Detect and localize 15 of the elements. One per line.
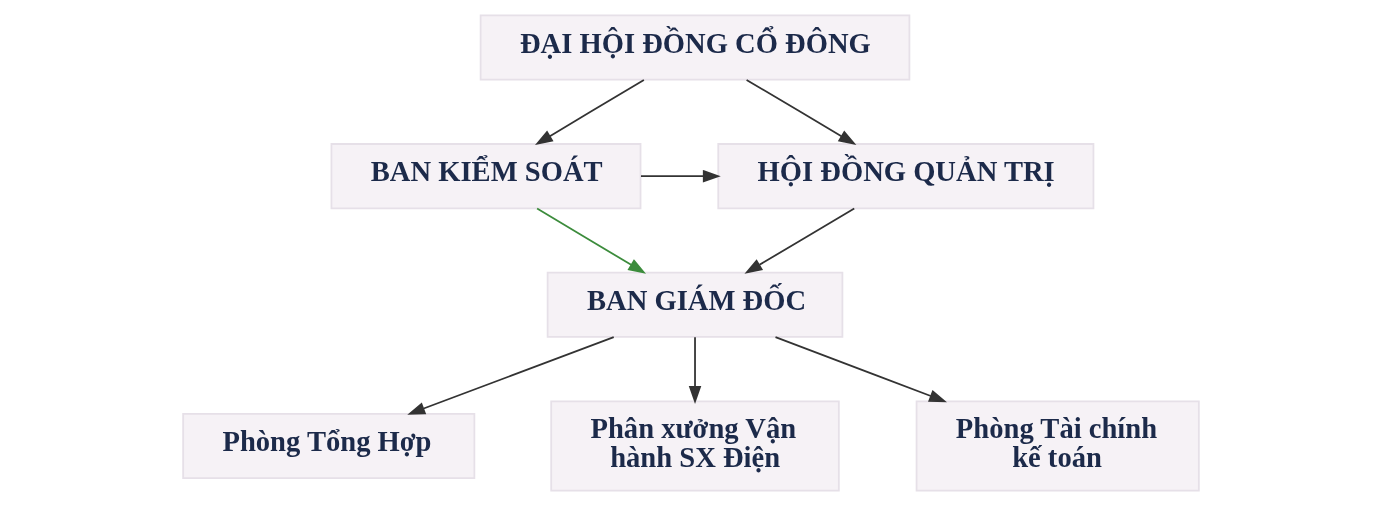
node-box: HỘI ĐỒNG QUẢN TRỊ bbox=[716, 143, 1094, 210]
arrow bbox=[745, 79, 856, 146]
arrow bbox=[688, 336, 701, 404]
node-box: BAN GIÁM ĐỐC bbox=[546, 271, 843, 338]
arrow bbox=[639, 169, 721, 183]
node-box: ĐẠI HỘI ĐỒNG CỔ ĐÔNG bbox=[479, 14, 910, 81]
node-box: Phòng Tài chính kế toán bbox=[915, 400, 1200, 492]
arrow bbox=[774, 336, 947, 403]
arrow bbox=[743, 207, 855, 274]
arrow bbox=[535, 207, 646, 274]
node-box: Phân xưởng Vận hành SX Điện bbox=[549, 400, 840, 492]
node-box: BAN KIỂM SOÁT bbox=[330, 143, 641, 210]
arrow bbox=[406, 336, 615, 415]
arrow bbox=[534, 79, 645, 146]
node-box: Phòng Tổng Hợp bbox=[181, 412, 475, 479]
